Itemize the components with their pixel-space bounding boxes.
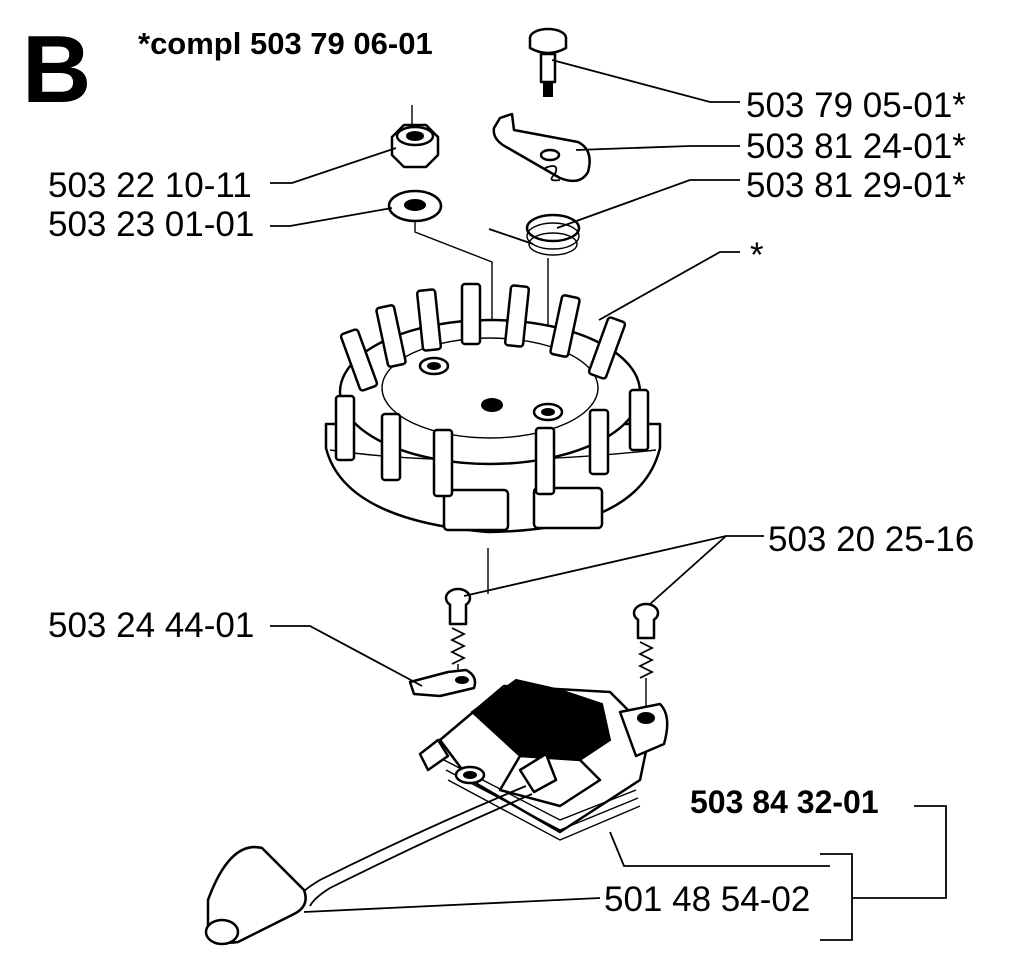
pivot-pin (528, 27, 568, 97)
cooling-fins (334, 282, 650, 498)
label-washer: 503 23 01-01 (48, 205, 255, 244)
coil-screw-right (632, 602, 660, 716)
pawl (492, 112, 591, 183)
label-spark-plug-cap: 501 48 54-02 (604, 880, 811, 919)
label-coil-screws: 503 20 25-16 (768, 520, 975, 559)
spark-plug-cap (204, 785, 533, 946)
coil-screw-left (444, 587, 472, 690)
pawl-spring (488, 165, 581, 256)
label-pawl: 503 81 24-01* (746, 127, 966, 166)
label-pivot-pin: 503 79 05-01* (746, 86, 966, 125)
label-flywheel: * (750, 236, 764, 275)
washer (387, 189, 443, 223)
assembly-note: *compl 503 79 06-01 (138, 26, 433, 61)
ignition-module (418, 678, 669, 841)
label-ground-terminal: 503 24 44-01 (48, 606, 255, 645)
nut (390, 105, 440, 169)
flywheel (324, 282, 662, 534)
label-pawl-spring: 503 81 29-01* (746, 166, 966, 205)
label-ignition-module: 503 84 32-01 (690, 784, 879, 820)
label-nut: 503 22 10-11 (48, 166, 252, 205)
ground-terminal (408, 668, 477, 698)
section-letter: B (22, 16, 91, 123)
leader-lines (270, 59, 947, 941)
